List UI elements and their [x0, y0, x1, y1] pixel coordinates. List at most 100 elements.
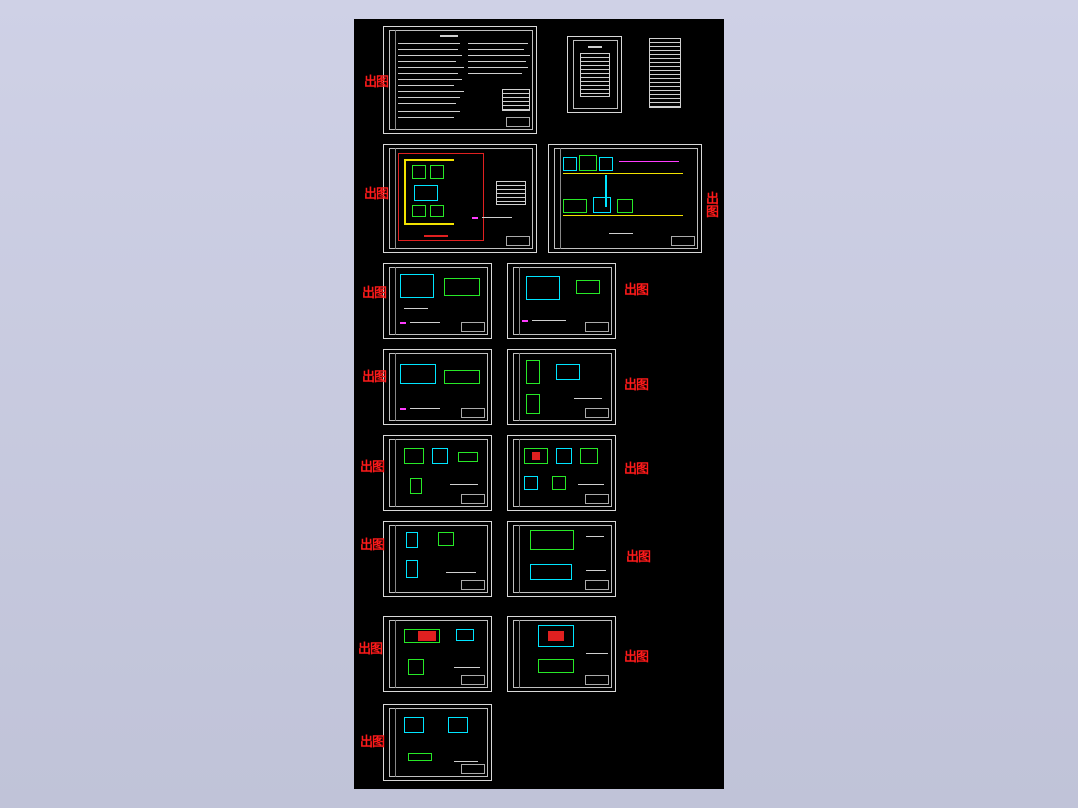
sheet-side-bar [389, 267, 396, 335]
process-tank [563, 199, 587, 213]
legend-swatch [472, 217, 478, 219]
plot-marker: 出图 [360, 735, 385, 750]
notes-line [468, 43, 528, 44]
sheet-side-bar [554, 148, 561, 249]
note-text [454, 667, 480, 668]
notes-line [398, 117, 454, 118]
process-pipe [605, 175, 607, 207]
drawing-sheet-index[interactable] [567, 36, 622, 113]
notes-line [398, 91, 464, 92]
notes-title [440, 35, 458, 37]
note-text [450, 484, 478, 485]
process-pipe [619, 161, 679, 162]
sheet-side-bar [389, 620, 396, 688]
equipment-list-table[interactable] [649, 38, 681, 108]
notes-line [398, 43, 460, 44]
note-text [410, 408, 440, 409]
tank-unit [414, 185, 438, 201]
title-block [585, 322, 609, 332]
note-text [586, 570, 606, 571]
detail-view [410, 478, 422, 494]
sheet-side-bar [389, 439, 396, 507]
plot-marker: 出图 [624, 378, 649, 393]
sheet-side-bar [389, 525, 396, 593]
drawing-sheet-process-flow[interactable] [548, 144, 702, 253]
drawing-sheet-left-6[interactable] [383, 704, 492, 781]
detail-view [556, 364, 580, 380]
building-outline [404, 223, 454, 225]
plan-view [400, 274, 434, 298]
flow-label [609, 233, 633, 234]
cad-model-space[interactable]: 出图 出图 出图 出图 出图 出图 出图 出图 出图 出图 出图 出图 出图 出… [354, 19, 724, 789]
plot-marker: 出图 [362, 286, 387, 301]
legend-swatch [400, 408, 406, 410]
detail-view [538, 659, 574, 673]
section-view [576, 280, 600, 294]
note-text [410, 322, 440, 323]
drawing-sheet-design-notes[interactable] [383, 26, 537, 134]
detail-view [404, 448, 424, 464]
title-block [461, 322, 485, 332]
note-text [578, 484, 604, 485]
title-block [585, 675, 609, 685]
detail-view [438, 532, 454, 546]
drawing-sheet-left-4[interactable] [383, 521, 492, 597]
drawing-sheet-left-5[interactable] [383, 616, 492, 692]
drawing-sheet-right-1[interactable] [507, 263, 616, 339]
drawing-sheet-left-1[interactable] [383, 263, 492, 339]
note-text [446, 572, 476, 573]
drawing-sheet-right-3[interactable] [507, 435, 616, 511]
sheet-side-bar [513, 620, 520, 688]
drawing-sheet-left-2[interactable] [383, 349, 492, 425]
title-block [506, 236, 530, 246]
drawing-sheet-left-3[interactable] [383, 435, 492, 511]
process-tank [579, 155, 597, 171]
detail-view [406, 532, 418, 548]
plot-marker: 出图 [358, 642, 383, 657]
title-block [506, 117, 530, 127]
title-block [671, 236, 695, 246]
drawing-sheet-site-plan[interactable] [383, 144, 537, 253]
notes-line [468, 55, 530, 56]
section-fill [548, 631, 564, 641]
note-text [454, 761, 478, 762]
drawing-sheet-right-4[interactable] [507, 521, 616, 597]
notes-line [398, 97, 460, 98]
detail-view [552, 476, 566, 490]
title-block [461, 675, 485, 685]
legend-text [482, 217, 512, 218]
process-pipe [563, 215, 683, 216]
detail-view [526, 394, 540, 414]
plot-marker: 出图 [626, 550, 651, 565]
note-text [532, 320, 566, 321]
detail-view [404, 717, 424, 733]
sheet-side-bar [389, 148, 396, 249]
detail-view [448, 717, 468, 733]
title-block [585, 494, 609, 504]
sheet-side-bar [389, 708, 396, 777]
plot-marker: 出图 [360, 538, 385, 553]
sheet-side-bar [513, 525, 520, 593]
detail-view [524, 448, 548, 464]
notes-line [468, 73, 522, 74]
plot-marker: 出图 [706, 192, 719, 220]
detail-view [538, 625, 574, 647]
detail-view [580, 448, 598, 464]
notes-line [468, 61, 526, 62]
plot-marker: 出图 [624, 283, 649, 298]
detail-view [408, 659, 424, 675]
notes-line [398, 73, 458, 74]
drawing-sheet-right-5[interactable] [507, 616, 616, 692]
note-text [586, 653, 608, 654]
sheet-side-bar [389, 30, 396, 130]
process-tank [563, 157, 577, 171]
drawing-sheet-right-2[interactable] [507, 349, 616, 425]
note-text [586, 536, 604, 537]
title-block [585, 580, 609, 590]
tank-unit [412, 205, 426, 217]
site-boundary [398, 153, 484, 241]
title-block [461, 764, 485, 774]
detail-view [406, 560, 418, 578]
process-pipe [563, 173, 683, 174]
section-fill [418, 631, 436, 641]
